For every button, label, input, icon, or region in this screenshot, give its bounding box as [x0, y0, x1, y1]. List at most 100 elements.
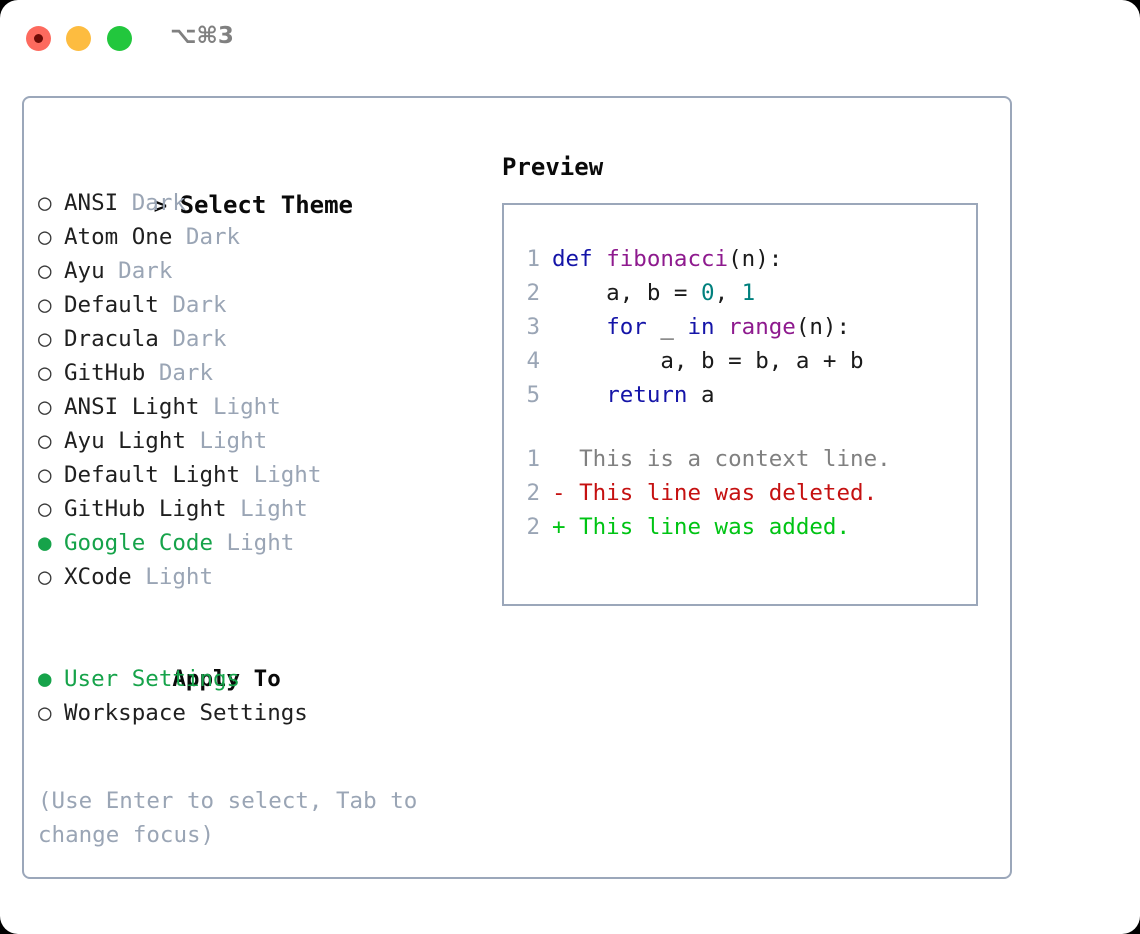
minimize-window-button[interactable] [66, 26, 91, 51]
theme-name: Ayu [64, 258, 105, 284]
radio-unselected-icon: ○ [38, 564, 52, 590]
radio-unselected-icon: ○ [38, 326, 52, 352]
close-icon [34, 34, 43, 43]
code-token: , [714, 280, 742, 306]
theme-name: GitHub [64, 360, 146, 386]
radio-unselected-icon: ○ [38, 700, 52, 726]
code-line: 1 def fibonacci(n): [518, 242, 972, 276]
radio-unselected-icon: ○ [38, 496, 52, 522]
theme-variant-badge: Dark [158, 292, 227, 318]
main-panel: >Select Theme ○ANSI Dark○Atom One Dark○A… [22, 96, 1012, 879]
select-theme-title: Select Theme [179, 191, 353, 219]
line-number: 5 [526, 382, 540, 408]
theme-list-item[interactable]: ○ Dracula Dark [38, 322, 478, 356]
theme-variant-badge: Dark [118, 190, 186, 216]
code-token: a, b = b, a + b [552, 348, 864, 374]
code-token: fibonacci [606, 246, 729, 272]
theme-list-item[interactable]: ○ Ayu Light Light [38, 424, 478, 458]
apply-to-option[interactable]: ○ Workspace Settings [38, 696, 478, 730]
code-token: (n): [728, 246, 783, 272]
code-token [552, 314, 606, 340]
theme-variant-badge: Light [131, 564, 214, 590]
code-token: def [552, 246, 607, 272]
section-spacer [38, 594, 478, 628]
theme-variant-badge: Light [240, 462, 322, 488]
theme-name: GitHub Light [64, 496, 227, 522]
theme-variant-badge: Light [199, 394, 281, 420]
code-token: for [606, 314, 647, 340]
theme-name: Default [64, 292, 159, 318]
apply-to-option-label: User Settings [64, 666, 241, 692]
theme-variant-badge: Dark [104, 258, 173, 284]
apply-to-title: Apply To [172, 666, 281, 692]
apply-to-option-label: Workspace Settings [64, 700, 308, 726]
theme-name: ANSI [64, 190, 119, 216]
theme-name: Ayu Light [64, 428, 186, 454]
code-line: 5 return a [518, 378, 972, 412]
theme-list-item[interactable]: ● Google Code Light [38, 526, 478, 560]
radio-unselected-icon: ○ [38, 224, 52, 250]
apply-to-option[interactable]: ●User Settings [38, 662, 478, 696]
line-number: 2 [526, 280, 540, 306]
apply-to-header: Apply To [38, 628, 478, 692]
code-line: 3 for _ in range(n): [518, 310, 972, 344]
diff-text: This is a context line. [579, 446, 891, 472]
diff-line-number: 2 [526, 480, 540, 506]
code-token: range [728, 314, 796, 340]
title-bar: ⌥⌘3 [0, 0, 1140, 78]
theme-list-item[interactable]: ○ Ayu Dark [38, 254, 478, 288]
code-token: 0 [701, 280, 715, 306]
theme-name: Google Code [64, 530, 214, 556]
line-number: 1 [526, 246, 540, 272]
preview-title: Preview [502, 153, 604, 181]
radio-selected-icon: ● [38, 530, 52, 556]
theme-variant-badge: Dark [172, 224, 241, 250]
line-number: 3 [526, 314, 540, 340]
radio-unselected-icon: ○ [38, 360, 52, 386]
theme-list-item[interactable]: ○ GitHub Light Light [38, 492, 478, 526]
radio-unselected-icon: ○ [38, 462, 52, 488]
diff-text: This line was added. [579, 514, 851, 540]
code-token: _ [646, 314, 688, 340]
theme-variant-badge: Light [226, 496, 308, 522]
diff-line-number: 1 [526, 446, 540, 472]
line-number: 4 [526, 348, 540, 374]
theme-list-item[interactable]: ○ Default Light Light [38, 458, 478, 492]
theme-variant-badge: Light [185, 428, 268, 454]
theme-name: Default Light [64, 462, 241, 488]
theme-list-item[interactable]: ○Atom One Dark [38, 220, 478, 254]
theme-name: XCode [64, 564, 132, 590]
theme-list-item[interactable]: ○ANSI Light Light [38, 390, 478, 424]
cursor-prompt-icon: > [153, 193, 168, 219]
code-token [715, 314, 729, 340]
theme-list-item[interactable]: ○GitHub Dark [38, 356, 478, 390]
code-token: in [687, 314, 715, 340]
theme-variant-badge: Light [213, 530, 295, 556]
theme-list-item[interactable]: ○ANSI Dark [38, 186, 478, 220]
radio-unselected-icon: ○ [38, 292, 52, 318]
diff-text: This line was deleted. [579, 480, 878, 506]
diff-line-number: 2 [526, 514, 540, 540]
radio-unselected-icon: ○ [38, 428, 52, 454]
radio-unselected-icon: ○ [38, 258, 52, 284]
theme-variant-badge: Dark [158, 326, 227, 352]
diff-marker: - [552, 480, 580, 506]
apply-to-list: ●User Settings ○ Workspace Settings [38, 662, 478, 730]
theme-name: Dracula [64, 326, 159, 352]
code-token: 1 [741, 280, 756, 306]
keyboard-shortcut-label: ⌥⌘3 [170, 23, 234, 49]
theme-list-item[interactable]: ○ XCode Light [38, 560, 478, 594]
code-line: 4 a, b = b, a + b [518, 344, 972, 378]
theme-selector-column: >Select Theme ○ANSI Dark○Atom One Dark○A… [38, 148, 478, 730]
maximize-window-button[interactable] [107, 26, 132, 51]
diff-line: 2- This line was deleted. [518, 476, 972, 510]
keyboard-hint-text: (Use Enter to select, Tab to change focu… [38, 788, 431, 848]
code-diff-separator [518, 412, 972, 442]
code-token: a [687, 382, 715, 408]
diff-marker [552, 446, 579, 472]
diff-line: 1 This is a context line. [518, 442, 972, 476]
theme-list: ○ANSI Dark○Atom One Dark○Ayu Dark○Defaul… [38, 186, 478, 594]
theme-list-item[interactable]: ○ Default Dark [38, 288, 478, 322]
code-line: 2 a, b = 0, 1 [518, 276, 972, 310]
